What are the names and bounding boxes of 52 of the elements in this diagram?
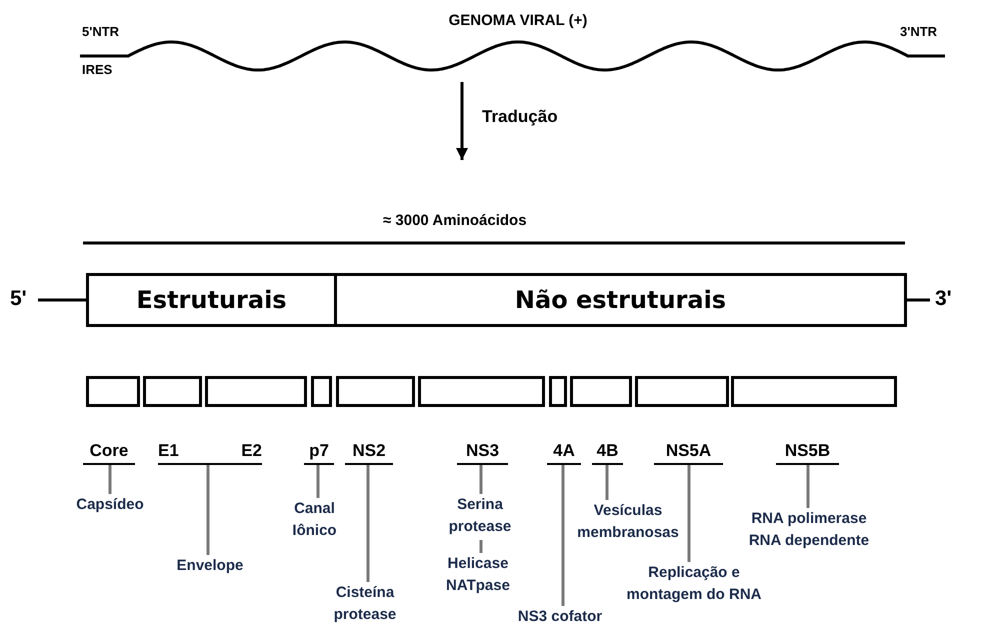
function-label: Capsídeo bbox=[60, 494, 160, 516]
strand-end-label: 5' bbox=[10, 287, 27, 311]
protein-name: p7 bbox=[304, 440, 334, 465]
leader-line bbox=[480, 540, 482, 553]
length-label: ≈ 3000 Aminoácidos bbox=[383, 212, 527, 229]
protein-segment-box bbox=[86, 376, 140, 407]
function-label: Envelope bbox=[155, 555, 265, 577]
function-label: Vesículas membranosas bbox=[568, 500, 688, 546]
leader-line bbox=[108, 465, 112, 494]
region-label: Não estruturais bbox=[337, 276, 904, 324]
protein-segment-box bbox=[549, 376, 567, 407]
leader-line bbox=[316, 465, 320, 498]
region-label: IRES bbox=[82, 62, 112, 77]
leader-line bbox=[562, 465, 564, 606]
protein-segment-box bbox=[570, 376, 632, 407]
arrow bbox=[456, 82, 468, 160]
leader-line bbox=[806, 465, 810, 508]
leader-line bbox=[206, 465, 210, 555]
protein-segment-box bbox=[143, 376, 202, 407]
protein-segment-box bbox=[418, 376, 545, 407]
leader-line bbox=[366, 465, 370, 582]
function-label: Cisteína protease bbox=[315, 582, 415, 628]
leader-line bbox=[480, 465, 482, 494]
protein-name: Core bbox=[83, 440, 135, 465]
protein-segment-box bbox=[336, 376, 415, 407]
leader-line bbox=[606, 465, 608, 500]
protein-segment-box bbox=[311, 376, 332, 407]
protein-name: 4B bbox=[592, 440, 623, 465]
protein-segment-box bbox=[731, 376, 897, 407]
function-label: Canal Iônico bbox=[272, 498, 357, 544]
protein-name: E1 bbox=[158, 440, 208, 465]
function-label: RNA polimerase RNA dependente bbox=[738, 508, 880, 554]
function-label: Serina protease bbox=[430, 494, 530, 540]
protein-segment-box bbox=[635, 376, 729, 407]
protein-segment-box bbox=[205, 376, 307, 407]
strand-end-label: 3' bbox=[935, 287, 952, 311]
function-label: Helicase NATpase bbox=[428, 553, 528, 599]
genome-title: GENOMA VIRAL (+) bbox=[448, 12, 588, 29]
region-label: 3'NTR bbox=[900, 24, 938, 39]
protein-name: 4A bbox=[547, 440, 581, 465]
function-label: Replicação e montagem do RNA bbox=[620, 562, 768, 608]
region-label: 5'NTR bbox=[82, 24, 120, 39]
protein-name: NS2 bbox=[345, 440, 393, 465]
protein-name: NS5B bbox=[776, 440, 839, 465]
protein-name: NS3 bbox=[457, 440, 508, 465]
function-label: NS3 cofator bbox=[500, 606, 620, 628]
polyprotein-box bbox=[86, 273, 907, 327]
protein-name: E2 bbox=[208, 440, 262, 465]
edge-label: Tradução bbox=[482, 107, 558, 127]
leader-line bbox=[688, 465, 690, 562]
region-label: Estruturais bbox=[89, 276, 337, 324]
protein-name: NS5A bbox=[654, 440, 723, 465]
